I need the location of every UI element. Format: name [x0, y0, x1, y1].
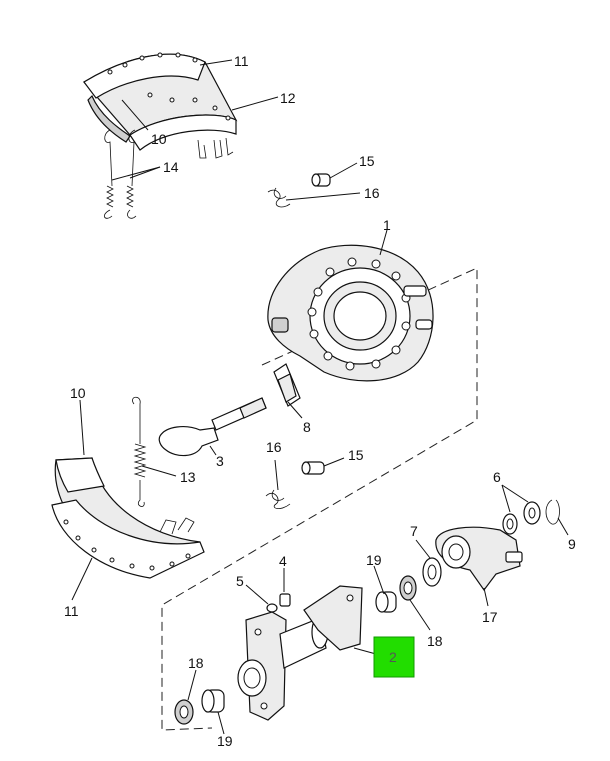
- washers[interactable]: [502, 501, 541, 535]
- brake-shoe-bottom[interactable]: [51, 457, 205, 579]
- callout-12: 12: [280, 90, 296, 106]
- camshaft[interactable]: [158, 397, 267, 457]
- callout-5: 5: [236, 573, 244, 589]
- seal-left[interactable]: [174, 699, 194, 725]
- callout-8: 8: [303, 419, 311, 435]
- camshaft-bracket-tube[interactable]: [237, 585, 363, 721]
- callout-10-top: 10: [151, 131, 167, 147]
- snap-ring[interactable]: [545, 499, 560, 525]
- callout-15-top: 15: [359, 153, 375, 169]
- brake-shoe-top[interactable]: [83, 52, 238, 159]
- lower-return-spring[interactable]: [132, 396, 147, 507]
- callout-1: 1: [383, 217, 391, 233]
- retainer-clip-middle[interactable]: [265, 489, 291, 509]
- callout-4: 4: [279, 553, 287, 569]
- callout-labels: 11 12 10 14 15 16 1 10 8 3 13 16 15 6 9 …: [64, 53, 576, 749]
- callout-16-middle: 16: [266, 439, 282, 455]
- callout-16-top: 16: [364, 185, 380, 201]
- thrust-washer[interactable]: [422, 557, 442, 587]
- callout-19-right: 19: [366, 552, 382, 568]
- callout-14: 14: [163, 159, 179, 175]
- anchor-pin-middle[interactable]: [301, 461, 325, 475]
- callout-6: 6: [493, 469, 501, 485]
- callout-13: 13: [180, 469, 196, 485]
- highlighted-part-callout[interactable]: 2: [373, 636, 415, 678]
- callout-15-middle: 15: [348, 447, 364, 463]
- callout-11-top: 11: [234, 53, 249, 69]
- callout-7: 7: [410, 523, 418, 539]
- seal-right[interactable]: [399, 575, 417, 601]
- callout-10-bottom: 10: [70, 385, 86, 401]
- brake-spider[interactable]: [267, 244, 434, 382]
- cam-bracket[interactable]: [273, 363, 301, 407]
- bolt[interactable]: [279, 593, 291, 607]
- callout-17: 17: [482, 609, 498, 625]
- callout-9: 9: [568, 536, 576, 552]
- callout-18-left: 18: [188, 655, 204, 671]
- callout-18-right: 18: [427, 633, 443, 649]
- retainer-clip-top[interactable]: [267, 187, 291, 208]
- callout-3: 3: [216, 453, 224, 469]
- anchor-pin-top[interactable]: [311, 173, 331, 187]
- highlight-label: 2: [389, 649, 397, 665]
- return-springs[interactable]: [103, 129, 137, 219]
- bushing-left[interactable]: [201, 689, 225, 713]
- bushing-right[interactable]: [375, 591, 397, 613]
- leader-lines: [71, 59, 569, 735]
- lock-washer[interactable]: [266, 603, 278, 613]
- assembly-boundary: [161, 267, 478, 731]
- slack-adjuster[interactable]: [435, 526, 523, 592]
- callout-11-bottom: 11: [64, 603, 79, 619]
- callout-19-left: 19: [217, 733, 233, 749]
